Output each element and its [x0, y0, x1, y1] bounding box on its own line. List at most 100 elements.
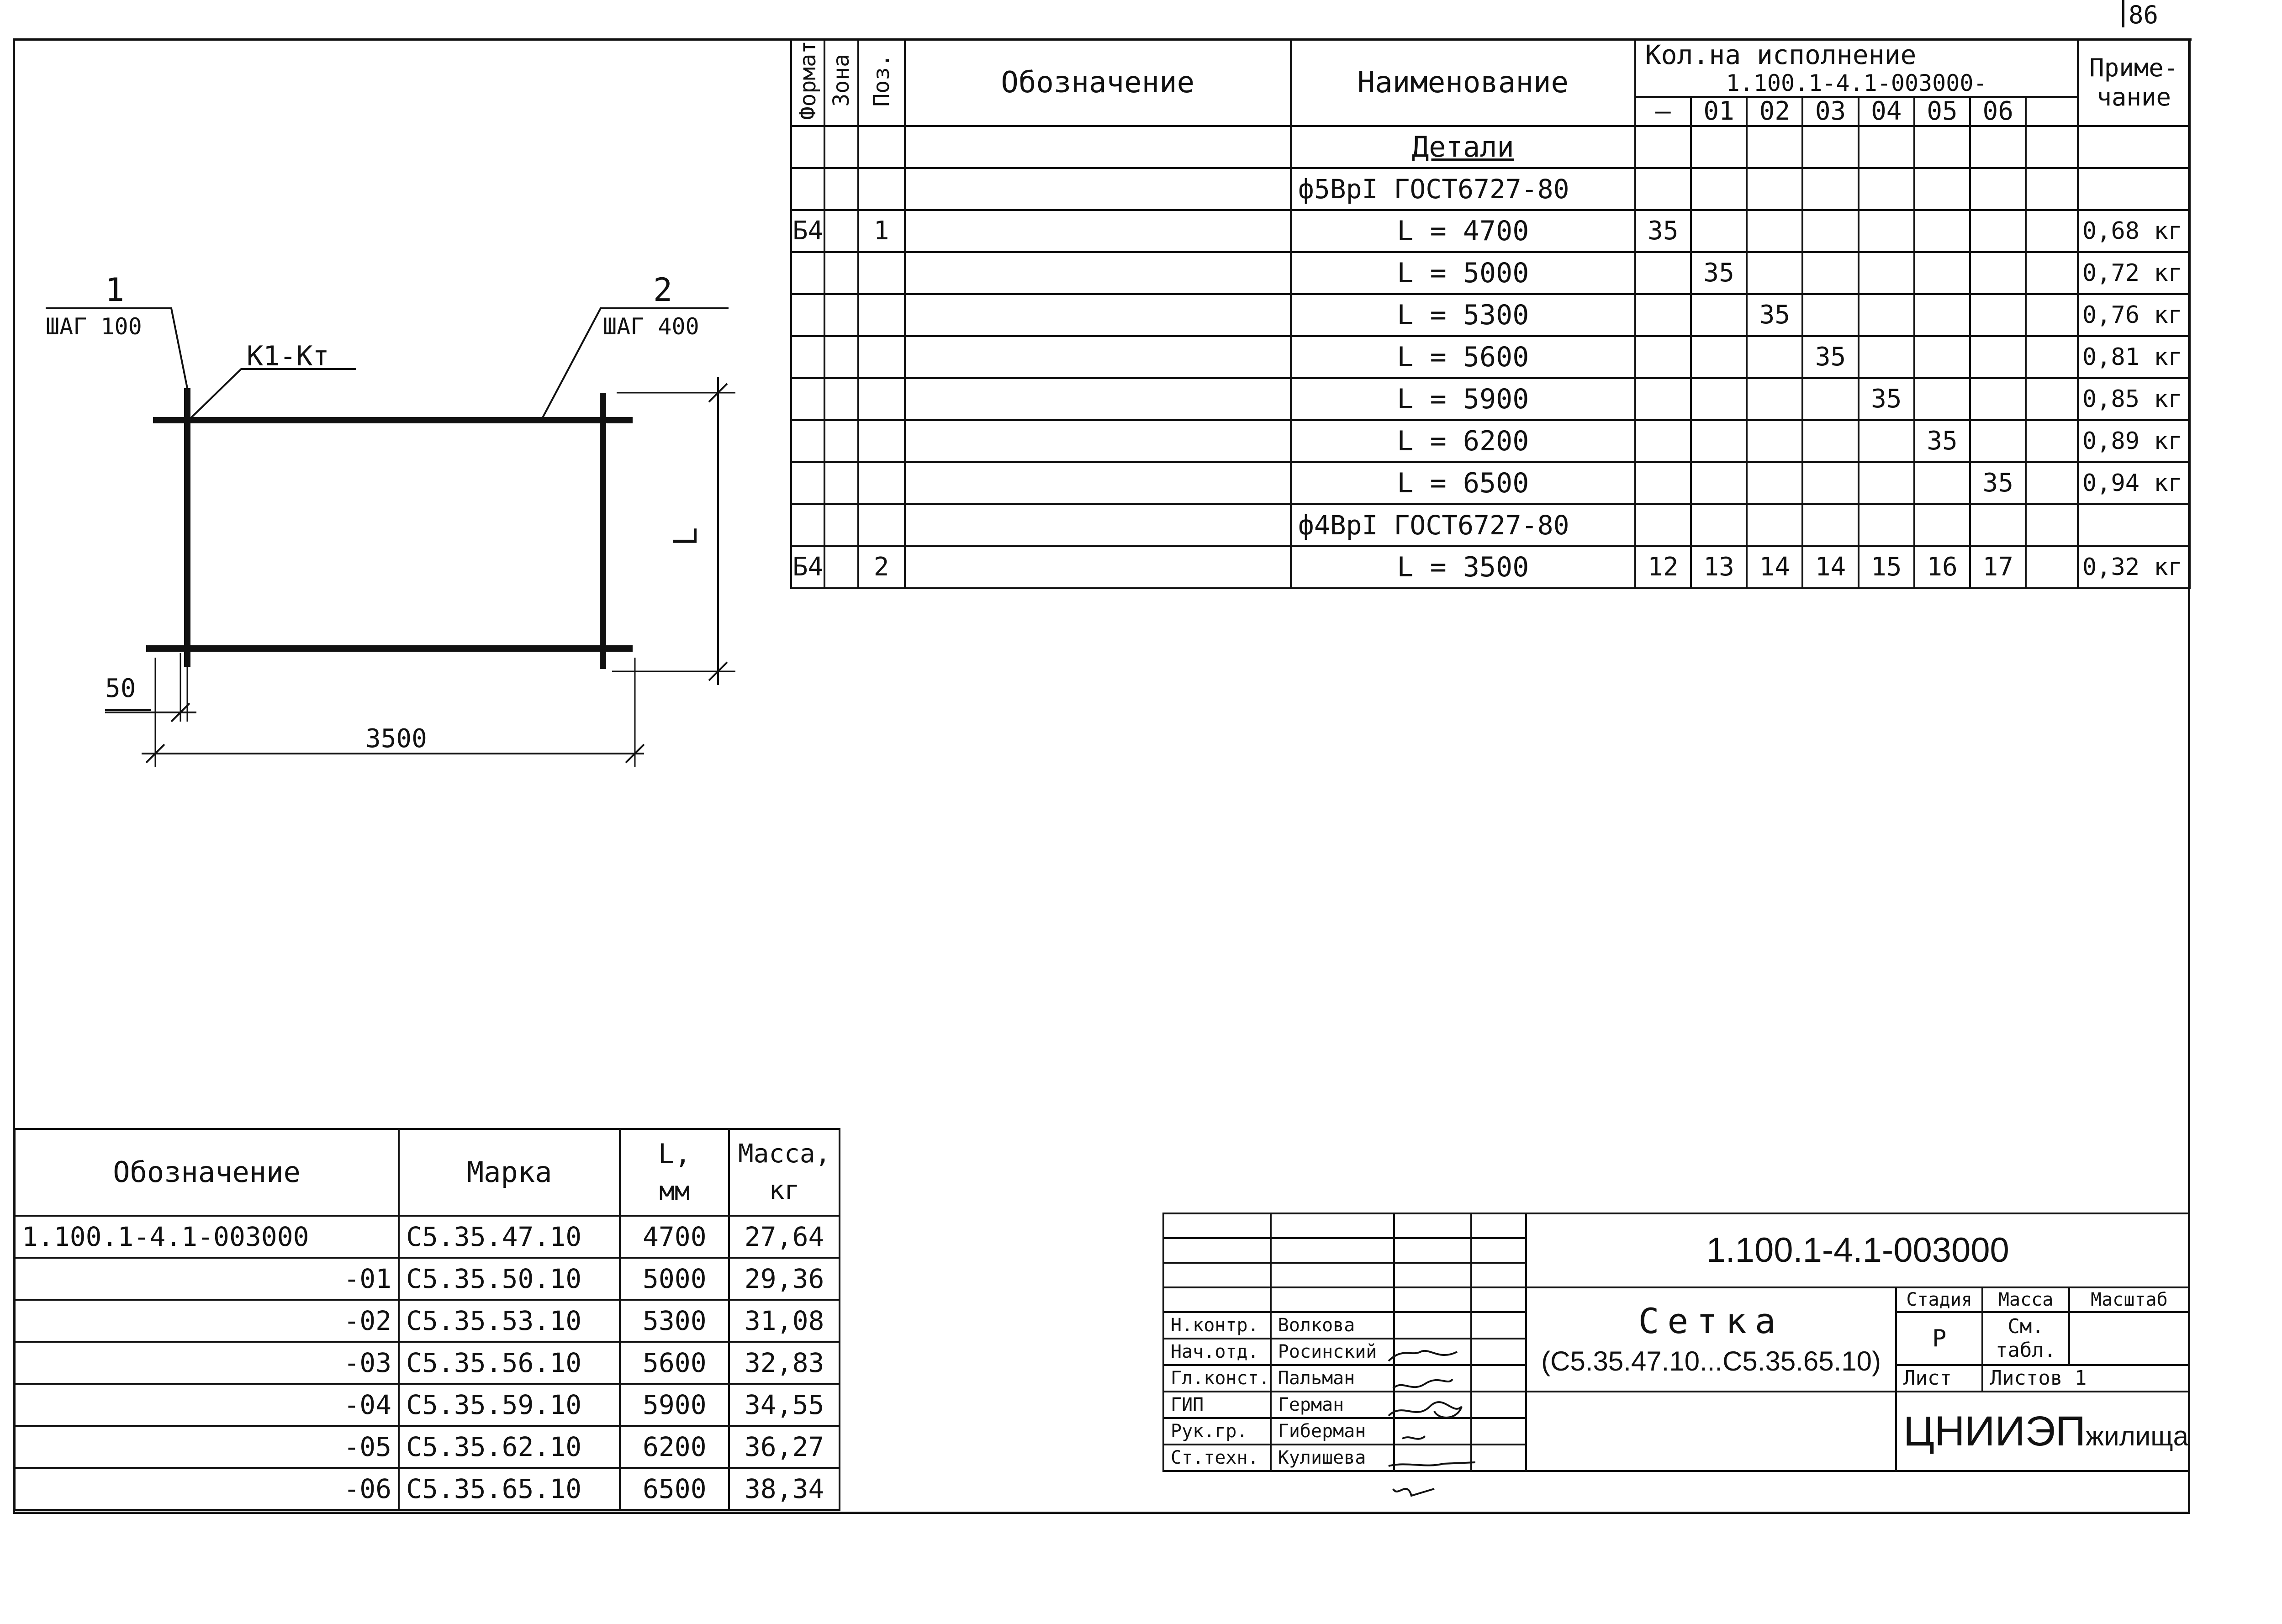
qty-cell — [1634, 251, 1692, 295]
pos-cell — [857, 293, 906, 337]
format-cell — [790, 335, 826, 379]
qty-cell: 14 — [1746, 545, 1804, 589]
header-zone: Зона — [824, 38, 859, 127]
mark-mark-cell: С5.35.53.10 — [398, 1299, 621, 1343]
signer-role: Нач.отд. — [1162, 1338, 1272, 1366]
name-cell: L = 5900 — [1289, 377, 1636, 421]
zone-cell — [824, 209, 859, 253]
mark-l-cell: 5300 — [619, 1299, 730, 1343]
signer-name: Пальман — [1269, 1364, 1395, 1392]
variant-col: 01 — [1690, 96, 1748, 127]
name-cell: L = 4700 — [1289, 209, 1636, 253]
qty-cell — [1801, 251, 1859, 295]
qty-cell — [1913, 251, 1971, 295]
note-cell: 0,85 кг — [2077, 377, 2191, 421]
qty-cell — [1746, 419, 1804, 463]
qty-cell: 35 — [1969, 461, 2027, 505]
qty-cell — [1690, 335, 1748, 379]
mass-value-line2: табл. — [1995, 1339, 2056, 1362]
signer-name: Волкова — [1269, 1311, 1395, 1339]
format-cell — [790, 293, 826, 337]
qty-cell — [1690, 293, 1748, 337]
qty-cell: 17 — [1969, 545, 2027, 589]
sheet-label: Лист — [1895, 1364, 1984, 1392]
signer-name: Кулишева — [1269, 1444, 1395, 1472]
name-cell: L = 6500 — [1289, 461, 1636, 505]
signature — [1393, 1311, 1473, 1339]
qty-cell — [1801, 461, 1859, 505]
qty-cell — [1801, 419, 1859, 463]
mark-designation-cell: 1.100.1-4.1-003000 — [13, 1215, 400, 1259]
signer-role: Ст.техн. — [1162, 1444, 1272, 1472]
variant-col: 03 — [1801, 96, 1859, 127]
qty-cell — [1969, 419, 2027, 463]
marks-header-designation: Обозначение — [13, 1128, 400, 1217]
qty-cell — [2025, 335, 2079, 379]
designation-cell — [903, 251, 1292, 295]
pos-cell — [857, 419, 906, 463]
header-pos: Поз. — [857, 38, 906, 127]
leader-pos2 — [540, 307, 729, 421]
mark-mass-cell: 31,08 — [728, 1299, 840, 1343]
name-cell: L = 5000 — [1289, 251, 1636, 295]
qty-cell — [1969, 251, 2027, 295]
note-cell: 0,94 кг — [2077, 461, 2191, 505]
signer-role: Гл.конст. — [1162, 1364, 1272, 1392]
mark-mass-cell: 34,55 — [728, 1383, 840, 1427]
qty-cell: 12 — [1634, 545, 1692, 589]
mark-mark-cell: С5.35.47.10 — [398, 1215, 621, 1259]
qty-cell — [1746, 209, 1804, 253]
zone-cell — [824, 461, 859, 505]
qty-cell — [1690, 461, 1748, 505]
doc-code: 1.100.1-4.1-003000 — [1525, 1213, 2190, 1288]
note-cell: 0,72 кг — [2077, 251, 2191, 295]
dim-3500-label: 3500 — [365, 724, 427, 754]
qty-cell: 35 — [1857, 377, 1915, 421]
mark-mark-cell: С5.35.62.10 — [398, 1425, 621, 1469]
marks-header-mark: Марка — [398, 1128, 621, 1217]
qty-cell: 35 — [1801, 335, 1859, 379]
header-format: Формат — [790, 38, 826, 127]
qty-cell: 15 — [1857, 545, 1915, 589]
header-qty-line2: 1.100.1-4.1-003000- — [1726, 70, 1987, 96]
sheets-cell: Листов 1 — [1981, 1364, 2190, 1392]
pos-cell — [857, 335, 906, 379]
qty-cell — [1634, 293, 1692, 337]
spec-row: L = 6500 35 0,94 кг — [790, 461, 2191, 505]
spec-row: L = 5900 35 0,85 кг — [790, 377, 2191, 421]
mark-designation-cell: -06 — [13, 1467, 400, 1511]
note-cell: 0,89 кг — [2077, 419, 2191, 463]
group-title: ф4ВрI ГОСТ6727-80 — [1289, 503, 1636, 547]
header-qty-line1: Кол.на исполнение — [1645, 39, 1917, 70]
header-note-line2: чание — [2097, 83, 2171, 111]
signer-role: ГИП — [1162, 1391, 1272, 1419]
marks-table: Обозначение Марка L, мм Масса, кг 1.100.… — [13, 1128, 840, 1511]
format-cell — [790, 251, 826, 295]
qty-cell — [1801, 377, 1859, 421]
header-note: Приме- чание — [2077, 38, 2191, 127]
qty-cell — [1857, 293, 1915, 337]
format-cell: Б4 — [790, 209, 826, 253]
note-cell: 0,68 кг — [2077, 209, 2191, 253]
mark-designation-cell: -03 — [13, 1341, 400, 1385]
sheet-number: 86 — [2129, 0, 2159, 29]
designation-cell — [903, 293, 1292, 337]
qty-cell: 14 — [1801, 545, 1859, 589]
leader-pos1 — [46, 307, 188, 389]
pos-cell — [857, 377, 906, 421]
zone-cell — [824, 377, 859, 421]
marks-header-mass-line2: кг — [769, 1176, 800, 1205]
name-cell: L = 5300 — [1289, 293, 1636, 337]
signer-name: Росинский — [1269, 1338, 1395, 1366]
mark-mark-cell: С5.35.50.10 — [398, 1257, 621, 1301]
title-block: 1.100.1-4.1-003000 Сетка (С5.35.47.10...… — [1162, 1213, 2191, 1472]
qty-cell — [1801, 293, 1859, 337]
qty-cell: 16 — [1913, 545, 1971, 589]
qty-cell — [1634, 461, 1692, 505]
qty-cell — [2025, 251, 2079, 295]
